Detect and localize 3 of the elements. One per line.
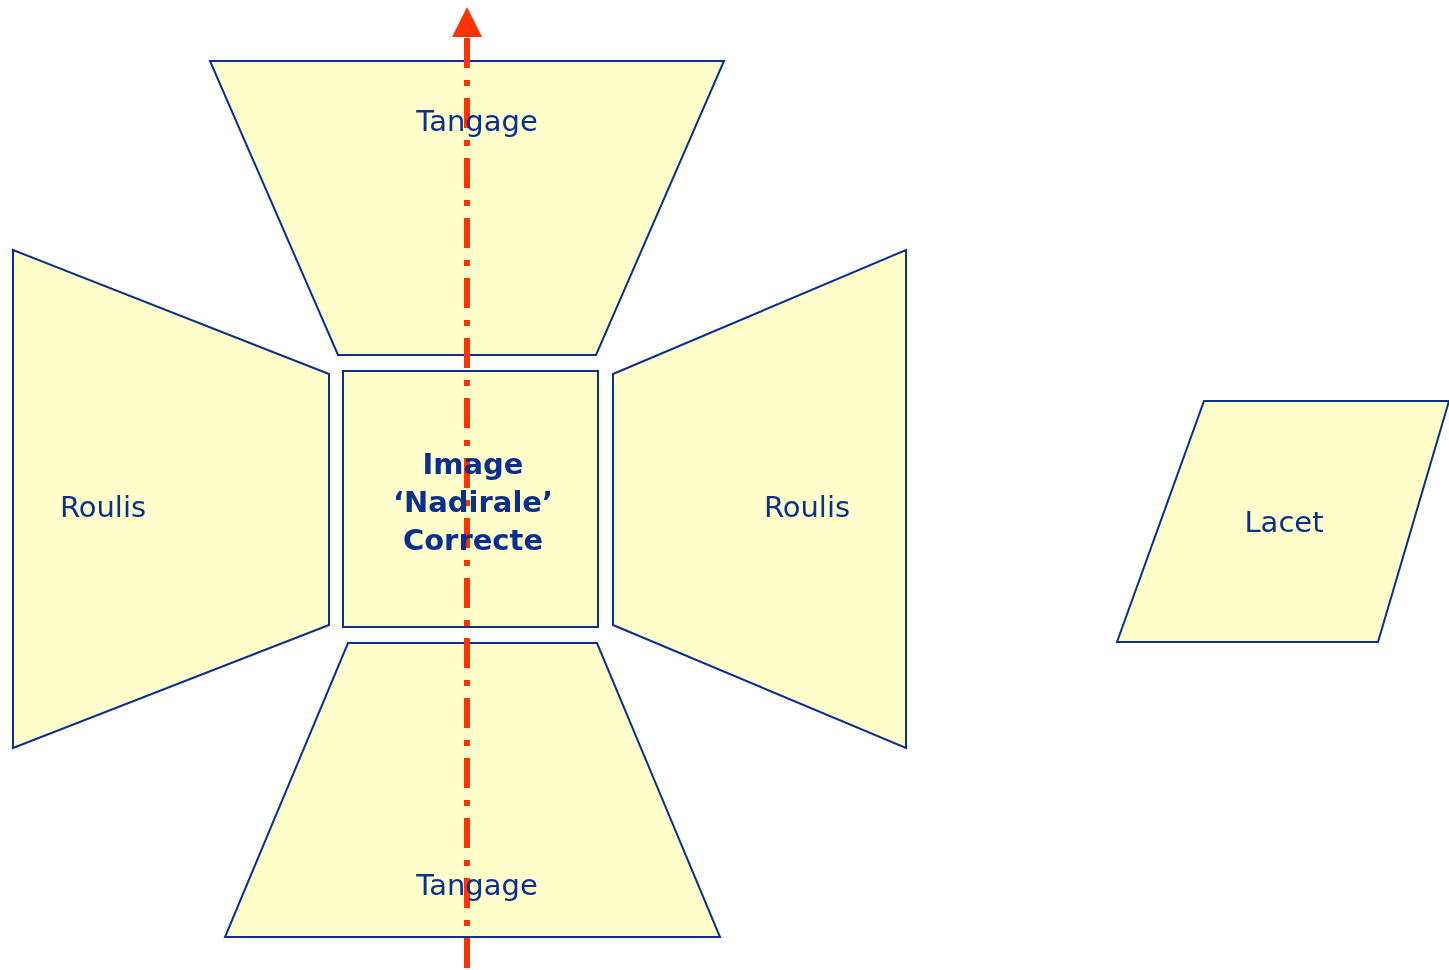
panel-label: Roulis — [59, 489, 147, 526]
panel-label: Roulis — [763, 489, 851, 526]
panel-label: Lacet — [1244, 504, 1324, 541]
